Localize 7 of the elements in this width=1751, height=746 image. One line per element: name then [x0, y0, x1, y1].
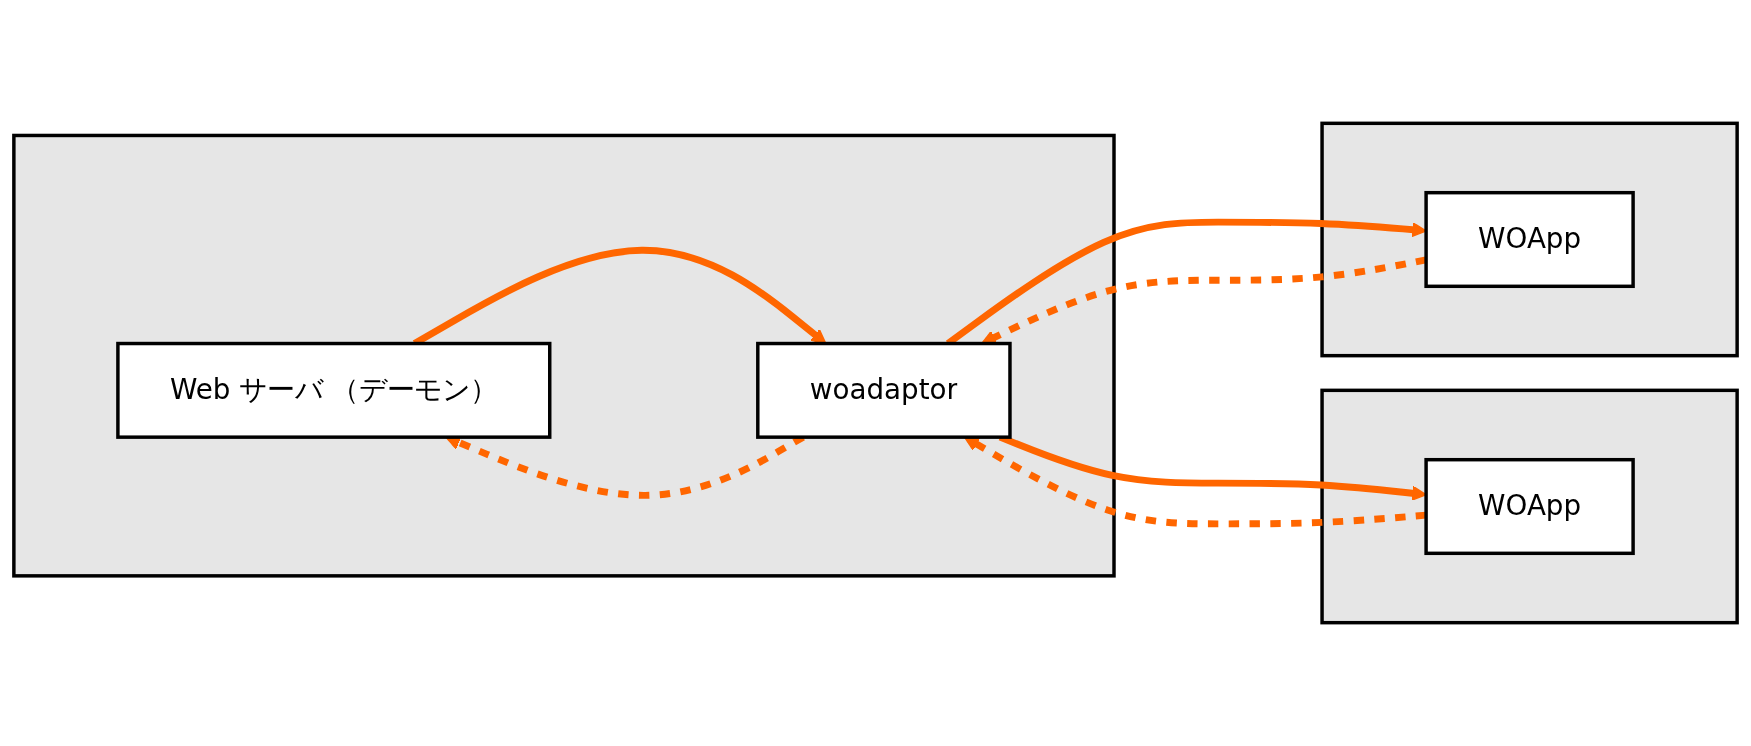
cluster	[12, 133, 1116, 578]
node-box: woadaptor	[756, 341, 1012, 439]
node-box: WOApp	[1424, 457, 1635, 556]
node-box: Web サーバ （デーモン）	[116, 341, 552, 439]
cluster	[1320, 121, 1739, 358]
node-box: WOApp	[1424, 190, 1635, 289]
cluster	[1320, 388, 1739, 625]
